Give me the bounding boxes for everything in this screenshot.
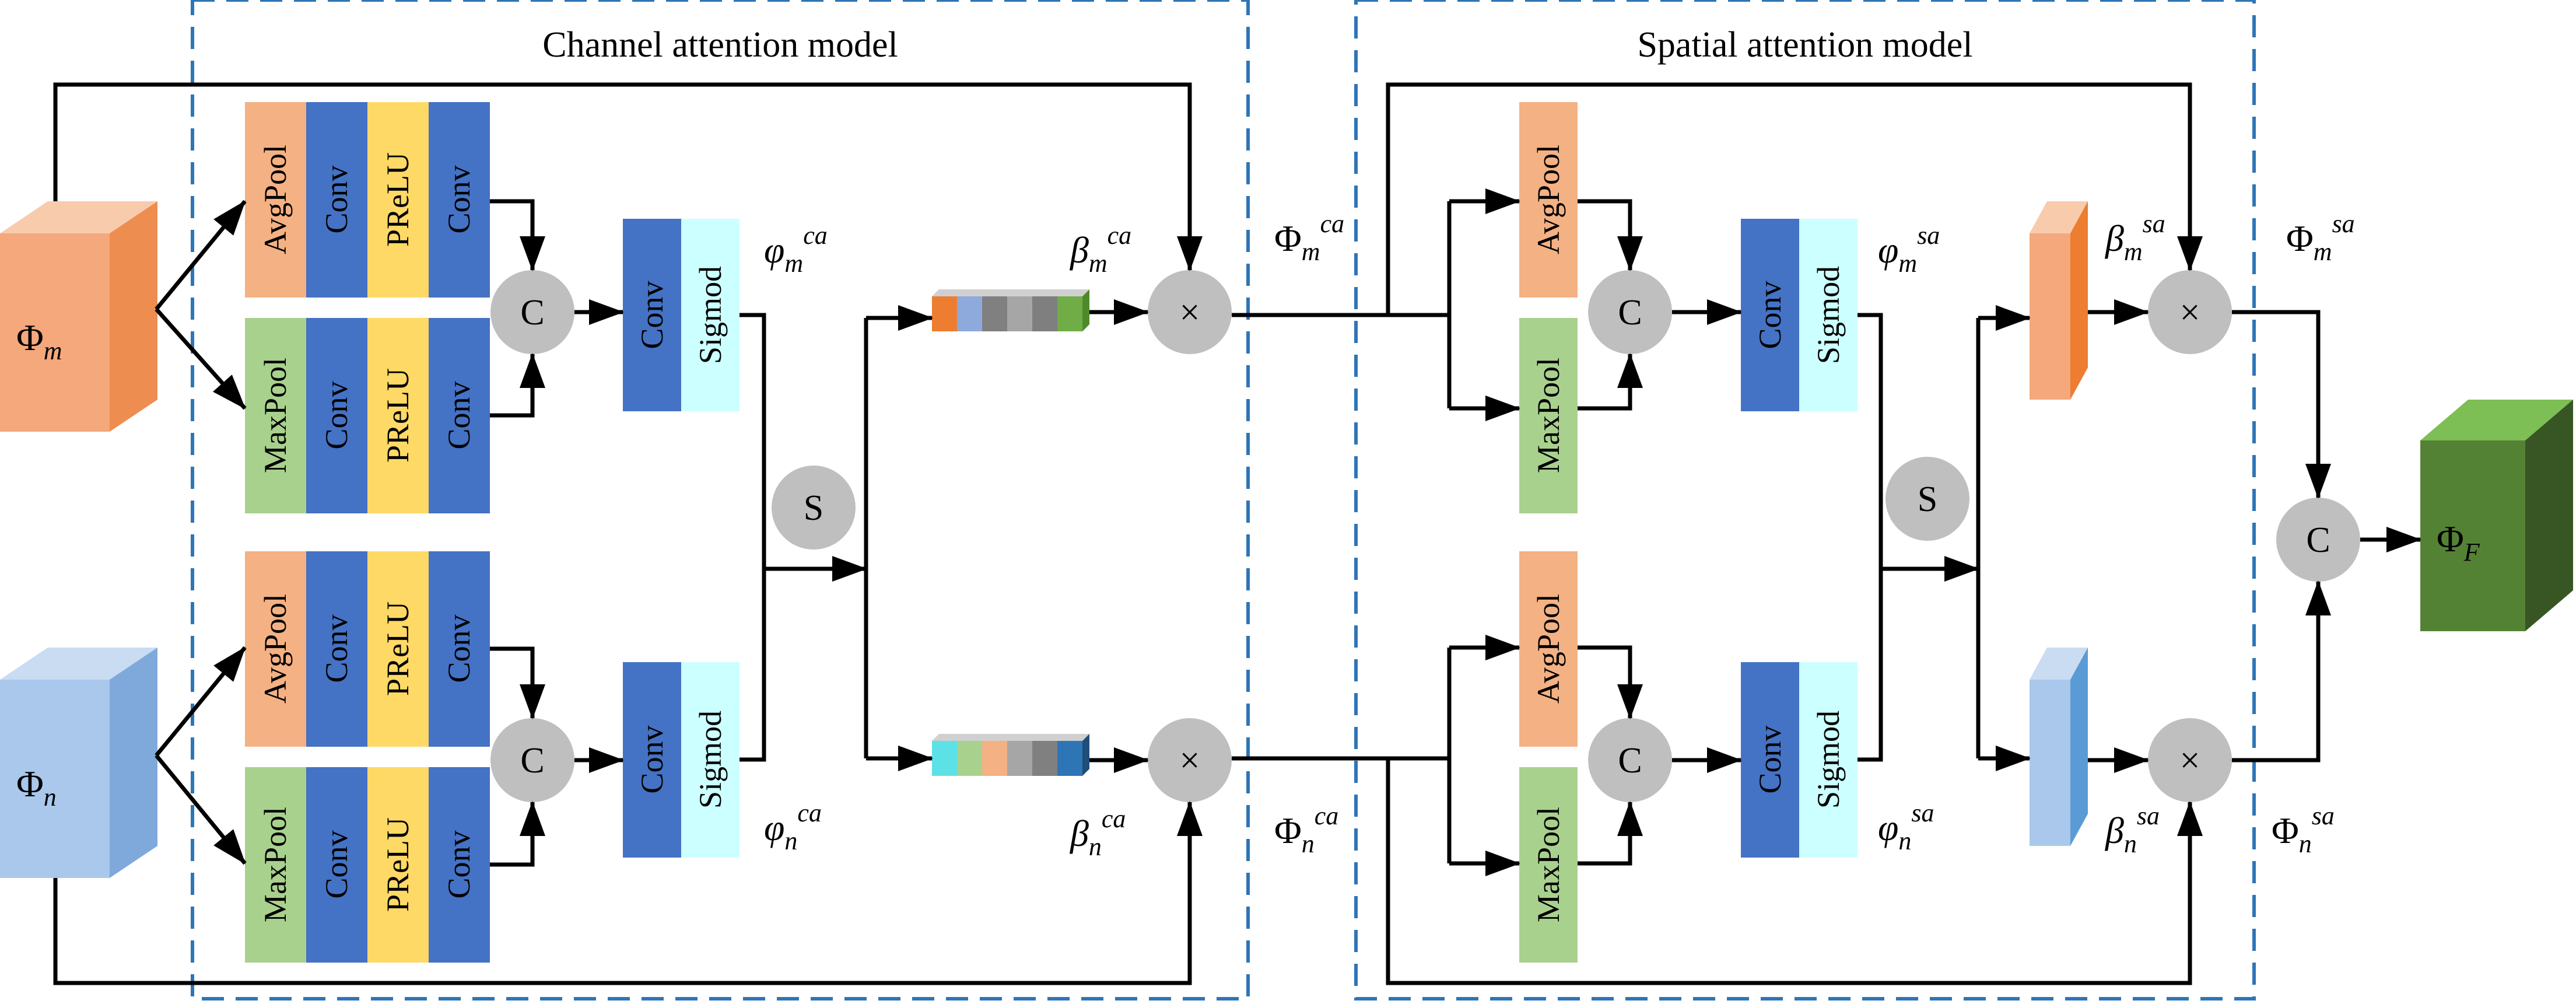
- sa-bottom-concat-operator: [1588, 718, 1672, 802]
- spatial-split-operator: [1885, 457, 1969, 541]
- svg-text:PReLU: PReLU: [380, 601, 415, 696]
- phi-m-label: Φm: [16, 317, 62, 365]
- sa-top-concat-operator: [1588, 270, 1672, 354]
- phi-f-label: ΦF: [2437, 518, 2480, 566]
- svg-text:C: C: [520, 741, 544, 781]
- svg-text:Conv: Conv: [319, 830, 354, 898]
- svg-text:×: ×: [1180, 741, 1200, 781]
- sa-bottom-maxpool-block: [1519, 767, 1578, 963]
- top-avgpool-stack: AvgPool Conv PReLU Conv: [245, 102, 490, 298]
- channel-attention-frame: [191, 0, 1250, 1000]
- svg-text:S: S: [804, 488, 823, 528]
- top-conv2-block: [429, 102, 490, 298]
- sa-top-avgpool-block: [1519, 102, 1578, 298]
- svg-text:Conv: Conv: [441, 165, 476, 233]
- top-concat-operator: [490, 270, 574, 354]
- beta-m-sa-label: βmsa: [2104, 209, 2165, 266]
- final-concat-operator: [2276, 498, 2360, 582]
- svg-text:S: S: [1918, 480, 1937, 519]
- phi-n-sa-label: φnsa: [1878, 799, 1934, 855]
- svg-text:AvgPool: AvgPool: [258, 145, 293, 254]
- svg-text:Conv: Conv: [319, 381, 354, 449]
- beta-n-ca-vector: [932, 734, 1089, 776]
- svg-text:Sigmod: Sigmod: [1811, 266, 1846, 364]
- svg-text:PReLU: PReLU: [380, 368, 415, 463]
- channel-split-operator: [772, 466, 856, 550]
- beta-n-sa-map: [2030, 648, 2088, 846]
- phi-m-sa-label: φmsa: [1878, 221, 1940, 278]
- phi-m-sa-output-label: Φmsa: [2286, 209, 2355, 266]
- bottom-avgpool-block: [245, 551, 306, 747]
- svg-text:×: ×: [1180, 293, 1200, 333]
- svg-text:C: C: [1618, 741, 1642, 781]
- phi-n-sa-output-label: Φnsa: [2272, 802, 2335, 858]
- svg-text:Conv: Conv: [635, 281, 670, 349]
- spatial-attention-title: Spatial attention model: [1637, 25, 1972, 65]
- phi-m-ca-label: φmca: [764, 221, 828, 278]
- svg-text:AvgPool: AvgPool: [1531, 594, 1566, 704]
- bottom-maxpool-stack: MaxPool Conv PReLU Conv: [245, 767, 490, 963]
- svg-text:Conv: Conv: [1753, 725, 1788, 793]
- bottom-concat-operator: [490, 718, 574, 802]
- top-maxpool-stack: MaxPool Conv PReLU Conv: [245, 318, 490, 513]
- phi-n-label: Φn: [16, 763, 57, 811]
- sa-bottom-conv-sigmod-block: Conv Sigmod: [1741, 662, 1857, 858]
- svg-text:AvgPool: AvgPool: [1531, 145, 1566, 254]
- feature-phi-f-cube: [2420, 400, 2573, 631]
- channel-attention-title: Channel attention model: [542, 25, 898, 65]
- top-conv1-block: [306, 102, 367, 298]
- svg-text:MaxPool: MaxPool: [1531, 358, 1566, 473]
- feature-phi-n-cube: [0, 648, 157, 878]
- bottom-avgpool-stack: AvgPool Conv PReLU Conv: [245, 551, 490, 747]
- top-avgpool-block: [245, 102, 306, 298]
- svg-text:PReLU: PReLU: [380, 817, 415, 912]
- phi-n-ca-output-label: Φnca: [1274, 802, 1338, 858]
- beta-m-ca-vector: [932, 289, 1089, 331]
- sa-top-conv-sigmod-block: Conv Sigmod: [1741, 219, 1857, 411]
- sa-top-maxpool-block: [1519, 318, 1578, 513]
- bottom-spatial-multiply-operator: [2148, 718, 2232, 802]
- svg-text:C: C: [2306, 520, 2330, 560]
- svg-text:PReLU: PReLU: [380, 152, 415, 247]
- svg-text:MaxPool: MaxPool: [1531, 807, 1566, 922]
- svg-text:Conv: Conv: [319, 614, 354, 683]
- svg-text:Sigmod: Sigmod: [1811, 711, 1846, 809]
- top-maxpool-block: [245, 318, 306, 513]
- svg-text:Conv: Conv: [319, 165, 354, 233]
- svg-text:Conv: Conv: [635, 725, 670, 793]
- beta-m-sa-map: [2030, 201, 2088, 400]
- phi-m-ca-output-label: Φmca: [1274, 209, 1344, 266]
- bottom-maxpool-block: [245, 767, 306, 963]
- bottom-channel-multiply-operator: [1148, 718, 1232, 802]
- svg-text:AvgPool: AvgPool: [258, 594, 293, 704]
- top-spatial-multiply-operator: [2148, 270, 2232, 354]
- connection-lines: [53, 82, 2421, 985]
- phi-n-ca-label: φnca: [764, 799, 822, 855]
- beta-m-ca-label: βmca: [1069, 221, 1131, 278]
- svg-text:C: C: [520, 293, 544, 333]
- beta-n-sa-label: βnsa: [2104, 802, 2160, 858]
- svg-text:C: C: [1618, 293, 1642, 333]
- svg-text:×: ×: [2180, 741, 2200, 781]
- svg-text:Conv: Conv: [441, 614, 476, 683]
- svg-text:MaxPool: MaxPool: [258, 807, 293, 922]
- svg-text:Sigmod: Sigmod: [693, 266, 728, 364]
- svg-text:Conv: Conv: [1753, 281, 1788, 349]
- top-channel-multiply-operator: [1148, 270, 1232, 354]
- spatial-attention-frame: [1354, 0, 2256, 1000]
- svg-text:Conv: Conv: [441, 381, 476, 449]
- svg-text:MaxPool: MaxPool: [258, 358, 293, 473]
- top-conv-sigmod-block: Conv Sigmod: [623, 219, 739, 411]
- svg-text:Conv: Conv: [441, 830, 476, 898]
- top-prelu-block: [367, 102, 429, 298]
- svg-text:×: ×: [2180, 293, 2200, 333]
- svg-text:Sigmod: Sigmod: [693, 711, 728, 809]
- beta-n-ca-label: βnca: [1069, 804, 1126, 861]
- feature-phi-m-cube: [0, 201, 157, 432]
- sa-bottom-avgpool-block: [1519, 551, 1578, 747]
- bottom-conv-sigmod-block: Conv Sigmod: [623, 662, 739, 858]
